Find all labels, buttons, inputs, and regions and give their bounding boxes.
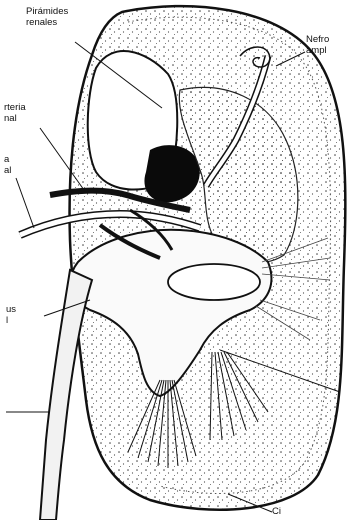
label-pelvis-renal: us l [6,304,16,326]
minor-calyx [168,264,260,300]
label-nefrona: Nefro ampl [306,34,329,56]
label-arteria-renal: rteria nal [4,102,26,124]
label-piramides-renales: Pirámides renales [26,6,68,28]
label-vena-renal: a al [4,154,11,176]
label-bottom: Ci [272,506,281,517]
